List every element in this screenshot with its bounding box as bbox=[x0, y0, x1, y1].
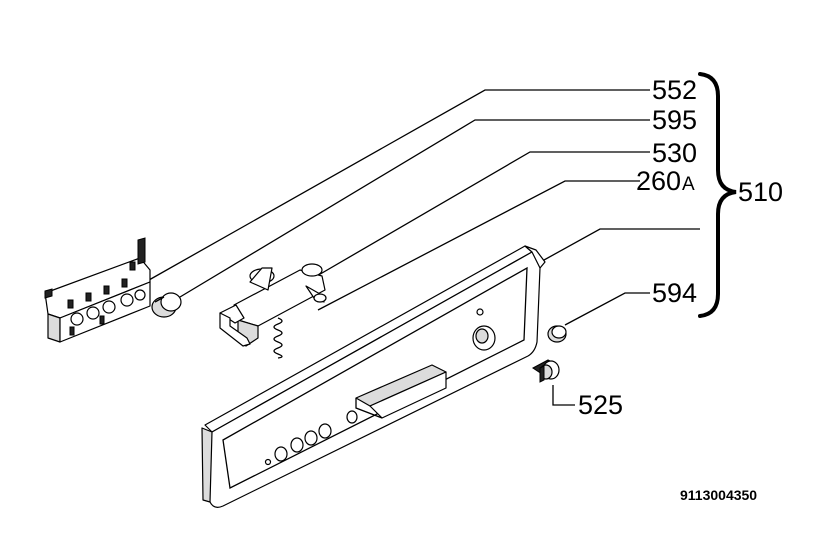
leader-line-510 bbox=[534, 228, 700, 266]
callout-530: 530 bbox=[652, 138, 697, 168]
leader-line-552 bbox=[148, 89, 650, 281]
pcb-board-icon bbox=[44, 237, 151, 343]
callout-260-suffix: A bbox=[682, 174, 695, 195]
group-brace-510 bbox=[698, 72, 737, 318]
leader-lines bbox=[148, 89, 700, 406]
knob-icon bbox=[532, 359, 560, 383]
leader-line-595 bbox=[174, 119, 650, 301]
spring-icon bbox=[273, 317, 283, 359]
button-cap-icon bbox=[151, 292, 182, 318]
callout-594: 594 bbox=[652, 278, 697, 308]
control-panel-icon bbox=[201, 245, 546, 508]
callout-260: 260 bbox=[636, 166, 681, 196]
leader-line-530 bbox=[309, 151, 650, 281]
callout-525: 525 bbox=[578, 390, 623, 420]
callout-552: 552 bbox=[652, 75, 697, 105]
leader-line-525 bbox=[552, 385, 575, 406]
knob-cap-icon bbox=[547, 325, 567, 343]
callout-labels: 552 595 530 260 A 594 525 510 bbox=[578, 75, 783, 420]
callout-595: 595 bbox=[652, 105, 697, 135]
handle-bracket-icon bbox=[219, 263, 327, 359]
callout-510: 510 bbox=[738, 177, 783, 207]
leader-line-260a bbox=[317, 180, 640, 311]
document-number: 9113004350 bbox=[680, 487, 757, 503]
leader-line-594 bbox=[564, 292, 650, 326]
